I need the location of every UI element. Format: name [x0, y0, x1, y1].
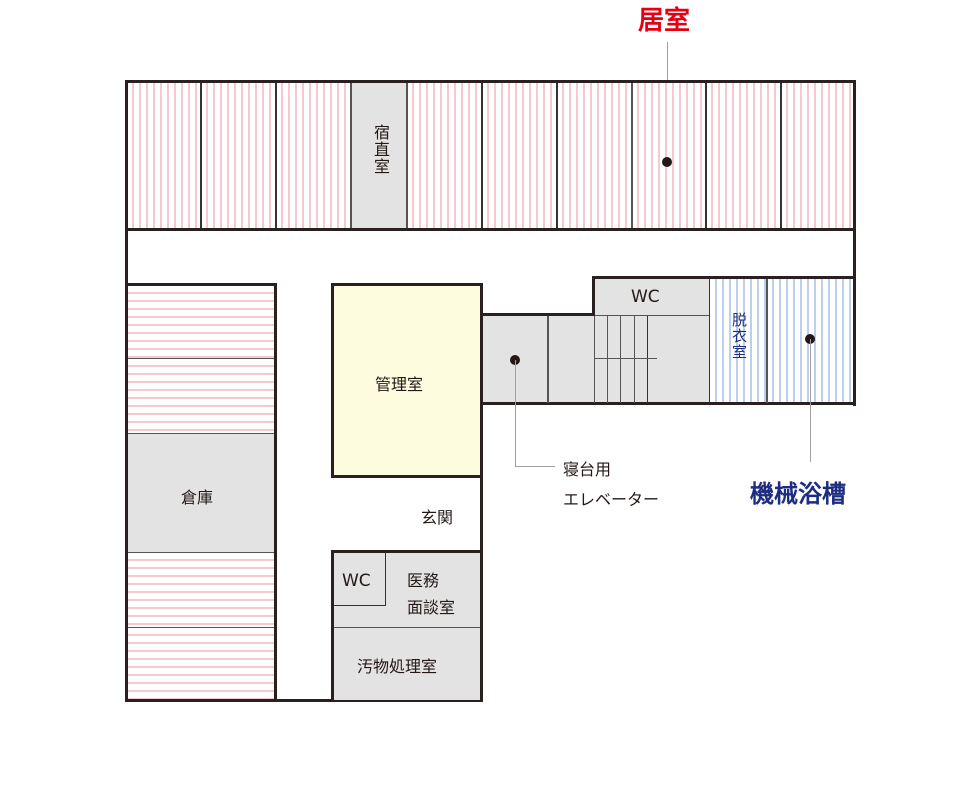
medical-label-2: 面談室 — [407, 598, 456, 617]
management-label: 管理室 — [375, 375, 424, 394]
divider — [275, 82, 277, 229]
wall — [125, 80, 856, 83]
management-room — [333, 286, 481, 475]
wc-upper — [595, 279, 709, 316]
divider — [780, 82, 782, 229]
entrance-label: 玄関 — [421, 508, 454, 527]
wall — [481, 402, 856, 405]
wall — [125, 699, 483, 702]
wall — [125, 283, 277, 286]
wall — [331, 550, 483, 553]
stair-tread — [647, 316, 648, 403]
living-room-marker — [662, 157, 672, 167]
changing-label: 脱衣室 — [730, 312, 748, 360]
living-room-7 — [632, 82, 706, 229]
wall — [480, 283, 483, 702]
machine-bath-leader — [810, 339, 811, 462]
divider — [556, 82, 558, 229]
storage-label: 倉庫 — [181, 488, 214, 507]
living-room-3 — [276, 82, 351, 229]
medical-label-1: 医務 — [407, 571, 440, 590]
divider — [200, 82, 202, 229]
divider — [631, 82, 633, 229]
divider — [766, 279, 768, 403]
divider — [128, 358, 274, 359]
wall — [331, 475, 483, 478]
elevator-callout-1: 寝台用 — [563, 460, 612, 479]
stair-tread — [634, 316, 635, 403]
living-room-4 — [407, 82, 482, 229]
wall — [331, 283, 483, 286]
living-room-8 — [706, 82, 781, 229]
wc-lower-label: WC — [342, 571, 371, 591]
night-duty-room — [351, 82, 407, 229]
divider — [128, 552, 274, 553]
wall — [481, 313, 595, 316]
divider — [406, 82, 408, 229]
changing-room — [710, 279, 767, 403]
divider — [709, 279, 710, 403]
divider — [547, 316, 549, 403]
wall — [592, 277, 595, 316]
divider — [334, 627, 480, 628]
wc-lower — [334, 553, 386, 606]
night-duty-label: 宿直室 — [371, 124, 390, 175]
divider — [128, 433, 274, 434]
elevator-callout-2: エレベーター — [563, 490, 660, 509]
stairs — [594, 316, 709, 403]
divider — [705, 82, 707, 229]
divider — [481, 82, 483, 229]
living-room-callout: 居室 — [638, 6, 691, 36]
elevator-leader — [515, 360, 516, 467]
living-room-5 — [482, 82, 557, 229]
wall — [853, 80, 856, 406]
living-room-2 — [201, 82, 276, 229]
wall — [125, 80, 128, 702]
divider — [350, 82, 352, 229]
living-room-6 — [557, 82, 632, 229]
stair-tread — [620, 316, 621, 403]
soiled-utility-room — [334, 628, 480, 700]
wall — [331, 550, 334, 702]
divider — [595, 315, 709, 316]
divider — [128, 627, 274, 628]
elevator-room — [483, 316, 594, 403]
wall — [592, 276, 856, 279]
machine-bath-callout: 機械浴槽 — [750, 480, 846, 508]
wall — [274, 283, 277, 702]
living-room-left-1 — [128, 286, 274, 358]
elevator-leader — [515, 466, 555, 467]
living-room-left-2 — [128, 359, 274, 433]
soiled-label: 汚物処理室 — [357, 657, 438, 676]
living-room-9 — [781, 82, 854, 229]
divider — [594, 316, 595, 403]
stair-tread — [607, 316, 608, 403]
living-room-left-4 — [128, 628, 274, 700]
wc-upper-label: WC — [631, 287, 660, 307]
wall — [331, 283, 334, 478]
stair-landing — [594, 358, 657, 359]
living-room-1 — [127, 82, 201, 229]
living-room-left-3 — [128, 553, 274, 627]
storage-room — [128, 434, 274, 552]
wall — [125, 228, 856, 231]
